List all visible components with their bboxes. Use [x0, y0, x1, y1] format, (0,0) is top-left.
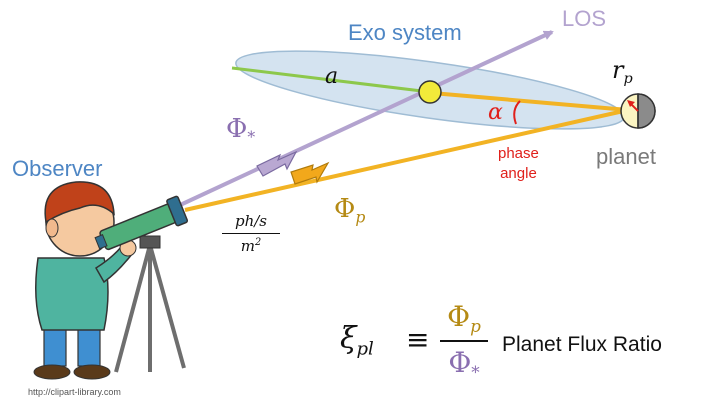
phase-angle-arc [513, 100, 521, 125]
observer-clipart [33, 181, 189, 380]
observer-label: Observer [12, 156, 103, 181]
alpha-green-label: a [325, 64, 339, 89]
planet-flux-ratio-label: Planet Flux Ratio [502, 333, 662, 356]
stellar-flux-arrow [256, 150, 298, 177]
semi-major-axis-line [231, 66, 431, 94]
flux-unit-numerator: ph/s [222, 212, 280, 234]
equiv-symbol: ≡ [406, 323, 430, 356]
flux-ratio-denominator: Φ* [448, 345, 480, 382]
line-of-sight [177, 30, 554, 208]
image-credit: http://clipart-library.com [28, 387, 121, 397]
flux-unit-denominator: m2 [240, 237, 262, 255]
host-star [418, 80, 442, 104]
los-label: LOS [562, 6, 607, 31]
flux-unit-fraction: ph/s m2 [222, 212, 280, 255]
flux-ratio-fraction: Φp Φ* [440, 300, 488, 382]
phi-p-label: Φp [334, 194, 366, 227]
planet-radius-label: rp [612, 56, 633, 88]
alpha-red-label: α [488, 100, 503, 125]
xi-symbol: ξpl [340, 321, 374, 360]
planet-flux-arrow [290, 161, 330, 185]
phase-angle-line2: angle [500, 164, 537, 182]
exo-system-label: Exo system [348, 20, 462, 45]
phi-star-label: Φ* [226, 114, 256, 147]
planet-label: planet [596, 144, 656, 169]
flux-ratio-numerator: Φp [440, 300, 488, 342]
phase-angle-line1: phase [498, 145, 539, 162]
phase-angle-label: phase angle [498, 144, 539, 183]
star-planet-line [431, 91, 629, 112]
planet-light-path [184, 108, 629, 212]
planet-radius-arrow [627, 100, 639, 112]
